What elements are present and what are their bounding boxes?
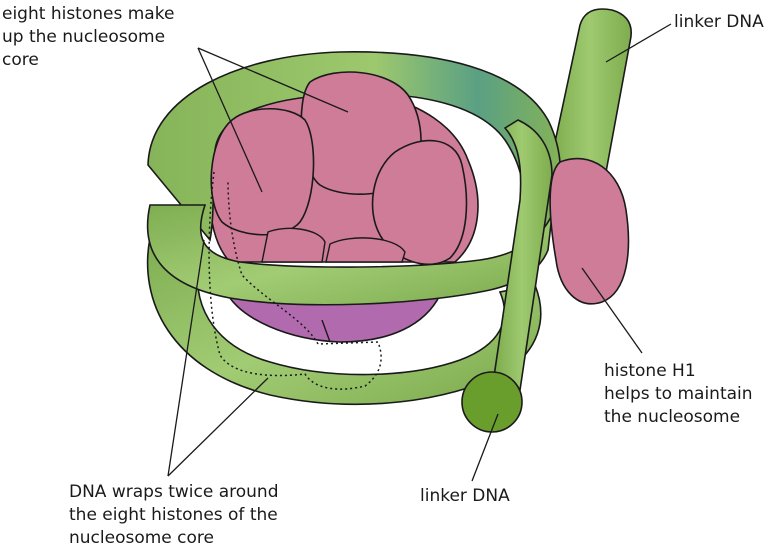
histone-left (211, 109, 313, 235)
label-dna-wraps-line-1: DNA wraps twice around (69, 481, 278, 504)
label-histone-h1: histone H1 helps to maintain the nucleos… (604, 360, 753, 429)
label-histone-h1-line-1: histone H1 (604, 360, 753, 383)
label-histone-h1-line-3: the nucleosome (604, 406, 753, 429)
linker-dna-top (548, 9, 631, 175)
label-dna-wraps-line-2: the eight histones of the (69, 504, 278, 527)
histone-bottom-mid (262, 228, 325, 262)
label-dna-wraps: DNA wraps twice around the eight histone… (69, 481, 278, 550)
label-linker-dna-top: linker DNA (674, 11, 764, 34)
leader-wraps-to-lower (168, 378, 268, 476)
label-eight-histones-line-2: up the nucleosome (2, 26, 174, 49)
label-linker-dna-top-text: linker DNA (674, 11, 764, 34)
label-linker-dna-bottom-text: linker DNA (420, 485, 510, 508)
label-dna-wraps-line-3: nucleosome core (69, 527, 278, 550)
histone-h1 (550, 159, 628, 304)
label-eight-histones-line-1: eight histones make (2, 3, 174, 26)
label-linker-dna-bottom: linker DNA (420, 485, 510, 508)
label-eight-histones-line-3: core (2, 49, 174, 72)
label-eight-histones: eight histones make up the nucleosome co… (2, 3, 174, 72)
label-histone-h1-line-2: helps to maintain (604, 383, 753, 406)
linker-dna-end (462, 372, 522, 432)
